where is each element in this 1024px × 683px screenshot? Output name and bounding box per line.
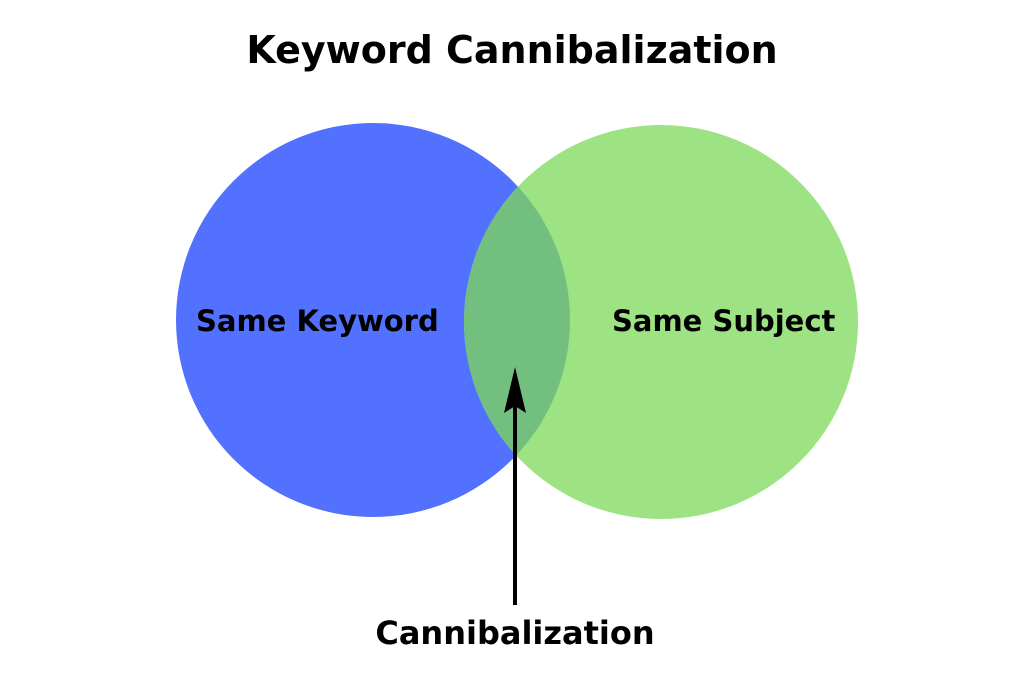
same-keyword-label: Same Keyword: [196, 304, 439, 338]
diagram-title: Keyword Cannibalization: [246, 28, 778, 72]
cannibalization-label: Cannibalization: [375, 614, 655, 652]
same-subject-circle: [464, 125, 858, 519]
same-subject-label: Same Subject: [612, 304, 836, 338]
same-keyword-circle: [176, 123, 570, 517]
arrow-icon: [504, 367, 526, 605]
